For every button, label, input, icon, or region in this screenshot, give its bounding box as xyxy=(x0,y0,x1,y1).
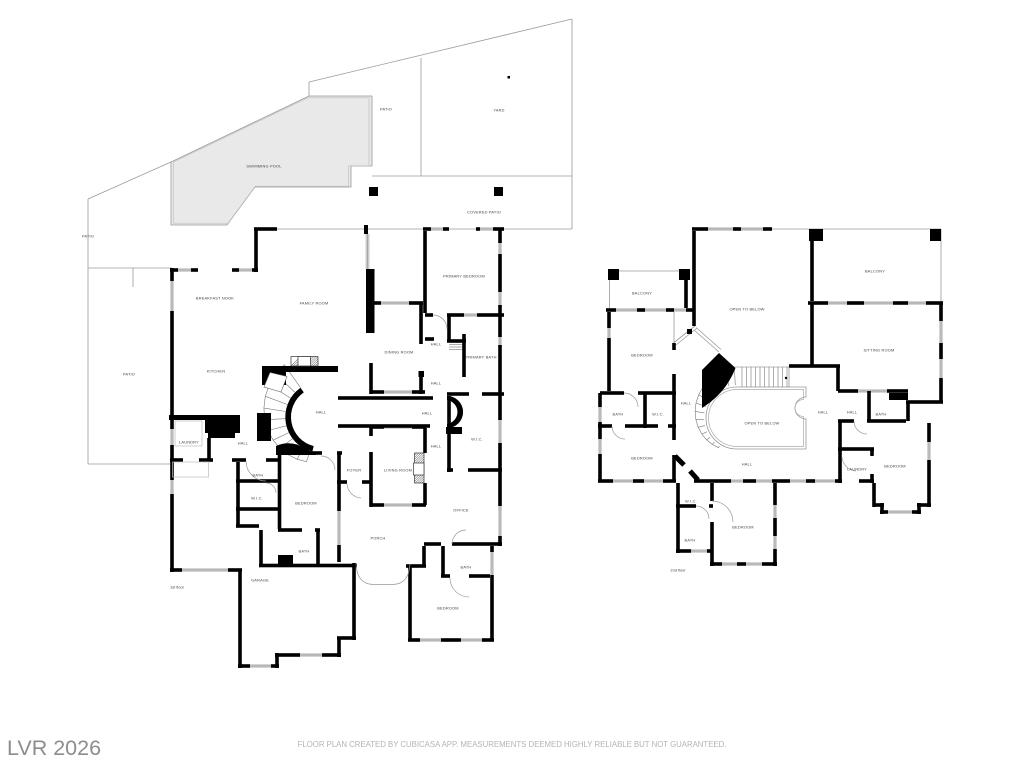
svg-text:LVR 2026: LVR 2026 xyxy=(7,736,101,760)
svg-text:HALL: HALL xyxy=(681,401,692,406)
svg-text:BEDROOM: BEDROOM xyxy=(884,464,906,469)
svg-text:1st floor: 1st floor xyxy=(170,585,185,590)
svg-text:SITTING ROOM: SITTING ROOM xyxy=(864,348,895,353)
svg-text:PRIMARY BATH: PRIMARY BATH xyxy=(465,355,496,360)
svg-text:OFFICE: OFFICE xyxy=(453,508,469,513)
svg-text:BEDROOM: BEDROOM xyxy=(295,501,317,506)
svg-text:BATH: BATH xyxy=(685,538,696,543)
svg-text:OPEN TO BELOW: OPEN TO BELOW xyxy=(744,421,779,426)
svg-text:W.I.C.: W.I.C. xyxy=(251,496,263,501)
svg-text:HALL: HALL xyxy=(742,462,753,467)
svg-text:BATH: BATH xyxy=(876,412,887,417)
svg-text:YARD: YARD xyxy=(493,108,504,113)
svg-text:BATH: BATH xyxy=(253,473,264,478)
svg-text:HALL: HALL xyxy=(238,441,249,446)
svg-text:BALCONY: BALCONY xyxy=(632,291,652,296)
svg-text:HALL: HALL xyxy=(431,381,442,386)
svg-text:SWIMMING POOL: SWIMMING POOL xyxy=(246,164,282,169)
svg-text:W.I.C.: W.I.C. xyxy=(685,499,697,504)
svg-text:BATH: BATH xyxy=(299,549,310,554)
svg-text:LIVING ROOM: LIVING ROOM xyxy=(384,468,412,473)
svg-text:HALL: HALL xyxy=(431,342,442,347)
svg-text:LAUNDRY: LAUNDRY xyxy=(847,467,867,472)
svg-text:PATIO: PATIO xyxy=(123,372,135,377)
svg-text:W.I.C.: W.I.C. xyxy=(652,412,664,417)
svg-text:FLOOR PLAN CREATED BY CUBICASA: FLOOR PLAN CREATED BY CUBICASA APP. MEAS… xyxy=(298,740,727,749)
svg-text:BEDROOM: BEDROOM xyxy=(437,606,459,611)
svg-text:FOYER: FOYER xyxy=(347,468,361,473)
svg-text:BEDROOM: BEDROOM xyxy=(631,353,653,358)
svg-text:PATIO: PATIO xyxy=(380,107,392,112)
svg-text:FAMILY ROOM: FAMILY ROOM xyxy=(300,301,329,306)
svg-text:DINING ROOM: DINING ROOM xyxy=(384,350,413,355)
svg-text:BREAKFAST NOOK: BREAKFAST NOOK xyxy=(196,296,234,301)
svg-text:2nd floor: 2nd floor xyxy=(670,568,686,573)
svg-text:PATIO: PATIO xyxy=(82,234,94,239)
svg-text:BEDROOM: BEDROOM xyxy=(732,525,754,530)
svg-text:COVERED PATIO: COVERED PATIO xyxy=(467,210,501,215)
svg-text:HALL: HALL xyxy=(431,444,442,449)
svg-text:HALL: HALL xyxy=(847,410,858,415)
svg-text:PRIMARY BEDROOM: PRIMARY BEDROOM xyxy=(443,274,485,279)
svg-text:BALCONY: BALCONY xyxy=(865,269,885,274)
svg-text:BATH: BATH xyxy=(613,412,624,417)
svg-text:PORCH: PORCH xyxy=(370,536,385,541)
svg-text:HALL: HALL xyxy=(316,410,327,415)
svg-text:LAUNDRY: LAUNDRY xyxy=(179,440,199,445)
svg-text:BATH: BATH xyxy=(461,565,472,570)
svg-text:HALL: HALL xyxy=(818,410,829,415)
svg-text:HALL: HALL xyxy=(422,411,433,416)
svg-text:KITCHEN: KITCHEN xyxy=(207,369,225,374)
svg-text:GARAGE: GARAGE xyxy=(251,578,269,583)
svg-text:BEDROOM: BEDROOM xyxy=(631,456,653,461)
svg-text:OPEN TO BELOW: OPEN TO BELOW xyxy=(729,307,764,312)
svg-text:W.I.C.: W.I.C. xyxy=(471,437,483,442)
